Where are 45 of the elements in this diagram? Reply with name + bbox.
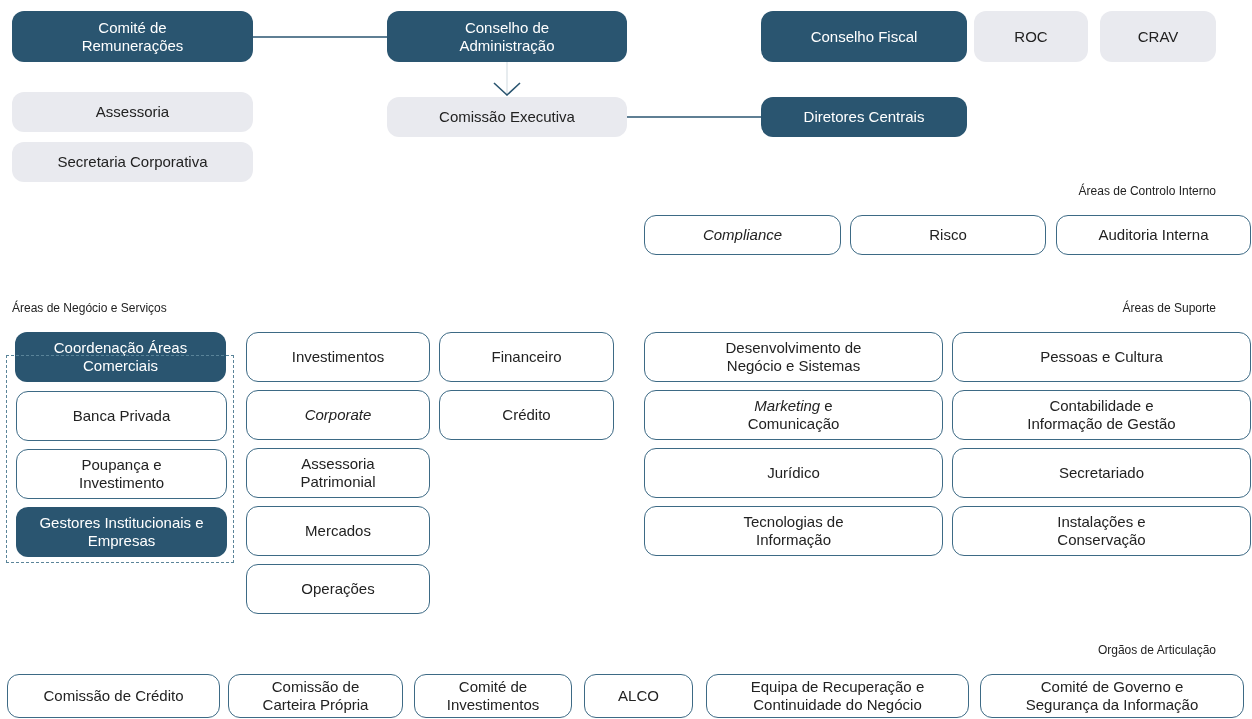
org-unit-box: Secretaria Corporativa <box>12 142 253 182</box>
org-unit-box: CRAV <box>1100 11 1216 62</box>
connector-line <box>252 36 388 38</box>
department-box: Comité de Governo e Segurança da Informação <box>980 674 1244 718</box>
department-box: Mercados <box>246 506 430 556</box>
department-box: Contabilidade e Informação de Gestão <box>952 390 1251 440</box>
department-box: Corporate <box>246 390 430 440</box>
department-box: Desenvolvimento de Negócio e Sistemas <box>644 332 943 382</box>
department-box: Assessoria Patrimonial <box>246 448 430 498</box>
org-unit-box: Comissão Executiva <box>387 97 627 137</box>
org-unit-box: ROC <box>974 11 1088 62</box>
org-unit-box: Gestores Institucionais e Empresas <box>16 507 227 557</box>
department-box: Jurídico <box>644 448 943 498</box>
section-heading: Áreas de Controlo Interno <box>1078 182 1216 200</box>
department-box: Risco <box>850 215 1046 255</box>
department-box: Pessoas e Cultura <box>952 332 1251 382</box>
section-heading: Áreas de Suporte <box>1122 299 1216 317</box>
department-box: Tecnologias de Informação <box>644 506 943 556</box>
connector-line <box>626 116 762 118</box>
org-unit-box: Coordenação Áreas Comerciais <box>15 332 226 382</box>
org-unit-box: Comité de Remunerações <box>12 11 253 62</box>
department-box: Financeiro <box>439 332 614 382</box>
department-box: Secretariado <box>952 448 1251 498</box>
department-box: ALCO <box>584 674 693 718</box>
chevron-arrow <box>493 61 521 97</box>
org-unit-box: Conselho Fiscal <box>761 11 967 62</box>
department-box: Banca Privada <box>16 391 227 441</box>
department-box: Comissão de Crédito <box>7 674 220 718</box>
org-unit-box: Diretores Centrais <box>761 97 967 137</box>
department-box: Instalações e Conservação <box>952 506 1251 556</box>
department-box: Comité de Investimentos <box>414 674 572 718</box>
section-heading: Áreas de Negócio e Serviços <box>12 299 167 317</box>
department-box: Crédito <box>439 390 614 440</box>
department-box: Investimentos <box>246 332 430 382</box>
org-unit-box: Assessoria <box>12 92 253 132</box>
department-box: Marketing e Comunicação <box>644 390 943 440</box>
dashed-group-outline <box>6 355 234 563</box>
department-box: Comissão de Carteira Própria <box>228 674 403 718</box>
section-heading: Orgãos de Articulação <box>1097 642 1216 659</box>
department-box: Equipa de Recuperação e Continuidade do Negócio <box>706 674 969 718</box>
department-box: Compliance <box>644 215 841 255</box>
department-box: Poupança e Investimento <box>16 449 227 499</box>
department-box: Operações <box>246 564 430 614</box>
org-unit-box: Conselho de Administração <box>387 11 627 62</box>
department-box: Auditoria Interna <box>1056 215 1251 255</box>
